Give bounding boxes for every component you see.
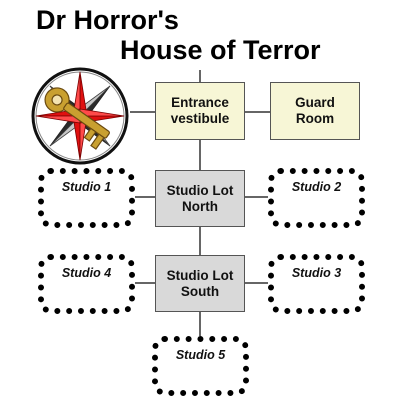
key-icon bbox=[44, 87, 110, 150]
room-studio-1[interactable]: Studio 1 bbox=[38, 168, 135, 228]
compass-rose-key-icon bbox=[31, 67, 129, 165]
room-guard-room[interactable]: Guard Room bbox=[270, 82, 360, 140]
room-studio-5[interactable]: Studio 5 bbox=[152, 336, 249, 396]
room-studio-lot-north[interactable]: Studio Lot North bbox=[155, 170, 245, 227]
room-studio-2[interactable]: Studio 2 bbox=[268, 168, 365, 228]
title-line-2: House of Terror bbox=[120, 35, 321, 65]
room-studio-3[interactable]: Studio 3 bbox=[268, 254, 365, 314]
room-entrance-vestibule[interactable]: Entrance vestibule bbox=[155, 82, 245, 140]
title-line-1: Dr Horror's bbox=[36, 5, 179, 35]
room-studio-4[interactable]: Studio 4 bbox=[38, 254, 135, 314]
room-studio-lot-south[interactable]: Studio Lot South bbox=[155, 255, 245, 312]
